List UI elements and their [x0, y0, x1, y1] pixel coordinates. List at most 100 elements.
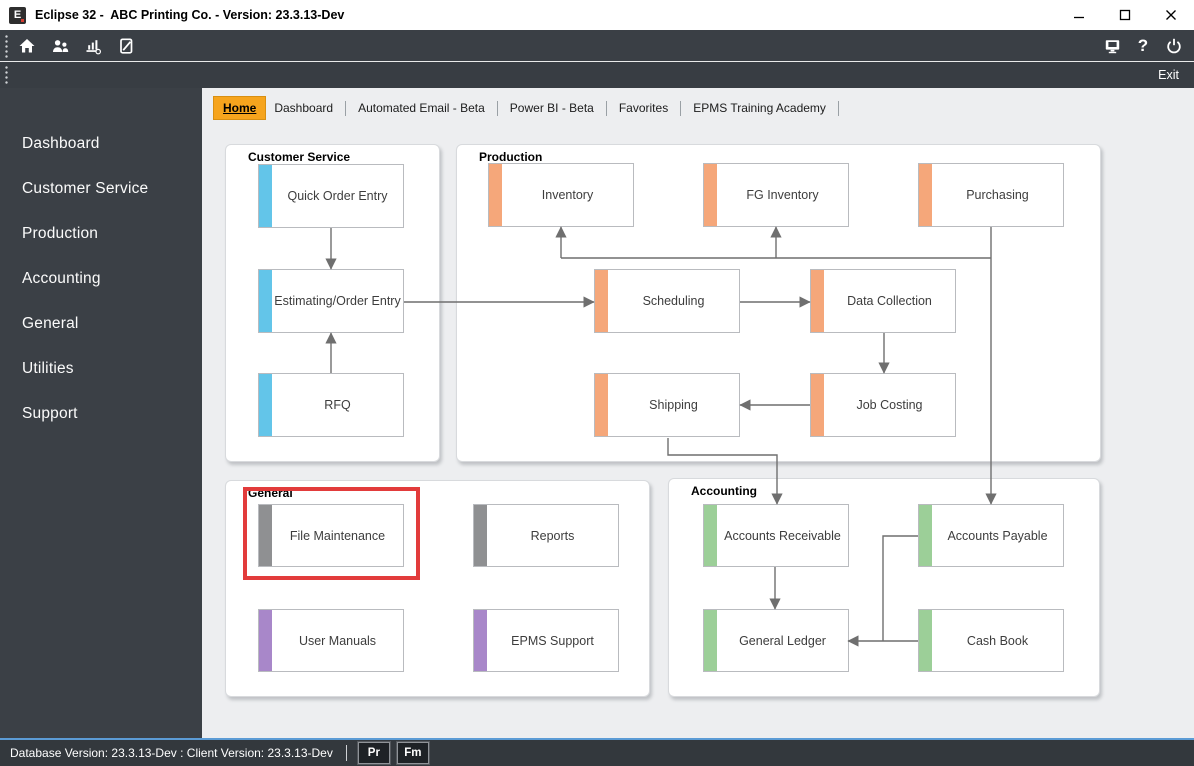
bank-chart-icon[interactable]: [83, 36, 103, 56]
blue-stripe: [259, 165, 272, 227]
diagram-box-reports[interactable]: Reports: [473, 504, 619, 567]
box-label: Quick Order Entry: [287, 189, 388, 203]
box-label: User Manuals: [298, 633, 377, 648]
tab-favorites[interactable]: Favorites: [618, 101, 669, 115]
box-label: Shipping: [649, 398, 698, 412]
status-button-pr[interactable]: Pr: [357, 742, 390, 764]
toolbar-grip[interactable]: [4, 33, 9, 58]
purple-stripe: [259, 610, 272, 671]
box-label: Purchasing: [966, 188, 1029, 202]
box-label: Estimating/Order Entry: [274, 294, 401, 308]
ribbon-bar: Exit: [0, 61, 1194, 88]
power-icon[interactable]: [1164, 36, 1184, 56]
box-label: RFQ: [324, 398, 351, 412]
tab-home[interactable]: Home: [214, 97, 266, 119]
blue-stripe: [259, 374, 272, 436]
status-button-fm[interactable]: Fm: [396, 742, 429, 764]
diagram-box-job-costing[interactable]: Job Costing: [810, 373, 956, 437]
maximize-button[interactable]: [1102, 0, 1148, 30]
green-stripe: [919, 610, 932, 671]
toolbar-left-icons: [17, 36, 149, 56]
box-label: Accounts Payable: [947, 528, 1048, 543]
orange-stripe: [811, 374, 824, 436]
tab-separator: [496, 100, 498, 116]
diagram-box-quick-order-entry[interactable]: Quick Order Entry: [258, 164, 404, 228]
main-toolbar: ?: [0, 30, 1194, 61]
monitor-icon[interactable]: [1102, 36, 1122, 56]
tab-epms-training-academy[interactable]: EPMS Training Academy: [693, 101, 826, 115]
sidebar-item-dashboard[interactable]: Dashboard: [22, 135, 100, 152]
tab-dashboard[interactable]: Dashboard: [274, 101, 334, 115]
sidebar-item-general[interactable]: General: [22, 315, 79, 332]
exit-button[interactable]: Exit: [1158, 68, 1179, 82]
close-button[interactable]: [1148, 0, 1194, 30]
green-stripe: [704, 505, 717, 566]
tab-power-bi-beta[interactable]: Power BI - Beta: [509, 101, 594, 115]
orange-stripe: [595, 374, 608, 436]
tab-separator: [837, 100, 839, 116]
tab-automated-email-beta[interactable]: Automated Email - Beta: [358, 101, 485, 115]
diagram-box-cash-book[interactable]: Cash Book: [918, 609, 1064, 672]
diagram-box-fg-inventory[interactable]: FG Inventory: [703, 163, 849, 227]
box-label: Job Costing: [856, 398, 923, 412]
diagram-box-file-maintenance[interactable]: File Maintenance: [258, 504, 404, 567]
box-label: Inventory: [541, 188, 594, 202]
gray-stripe: [474, 505, 487, 566]
tab-separator: [680, 100, 682, 116]
diagram-box-rfq[interactable]: RFQ: [258, 373, 404, 437]
box-label: Reports: [530, 528, 575, 543]
gray-stripe: [259, 505, 272, 566]
window-controls: [1056, 0, 1194, 30]
minimize-button[interactable]: [1056, 0, 1102, 30]
diagram-box-estimating-order-entry[interactable]: Estimating/Order Entry: [258, 269, 404, 333]
window-title: Eclipse 32 - ABC Printing Co. - Version:…: [35, 8, 345, 22]
sidebar-item-production[interactable]: Production: [22, 225, 99, 242]
sidebar-item-accounting[interactable]: Accounting: [22, 270, 101, 287]
box-label: FG Inventory: [746, 188, 819, 202]
diagram-box-inventory[interactable]: Inventory: [488, 163, 634, 227]
diagram-box-user-manuals[interactable]: User Manuals: [258, 609, 404, 672]
diagram-box-accounts-payable[interactable]: Accounts Payable: [918, 504, 1064, 567]
sidebar-item-utilities[interactable]: Utilities: [22, 360, 74, 377]
box-label: Data Collection: [847, 294, 932, 308]
orange-stripe: [489, 164, 502, 226]
tab-strip: Home Dashboard Automated Email - Beta Power…: [214, 97, 842, 119]
status-separator: [345, 745, 347, 761]
box-label: Accounts Receivable: [724, 528, 841, 543]
orange-stripe: [919, 164, 932, 226]
diagram-box-purchasing[interactable]: Purchasing: [918, 163, 1064, 227]
blue-stripe: [259, 270, 272, 332]
diagram-box-general-ledger[interactable]: General Ledger: [703, 609, 849, 672]
status-bar: Database Version: 23.3.13-Dev : Client V…: [0, 738, 1194, 766]
box-label: Scheduling: [642, 294, 705, 308]
box-label: EPMS Support: [511, 633, 594, 648]
purple-stripe: [474, 610, 487, 671]
status-buttons: Pr Fm: [357, 742, 436, 764]
orange-stripe: [704, 164, 717, 226]
version-status-text: Database Version: 23.3.13-Dev : Client V…: [10, 746, 333, 760]
diagram-box-data-collection[interactable]: Data Collection: [810, 269, 956, 333]
box-label: Cash Book: [966, 633, 1029, 648]
tab-separator: [345, 100, 347, 116]
box-label: File Maintenance: [289, 528, 386, 543]
help-icon[interactable]: ?: [1137, 36, 1149, 55]
users-icon[interactable]: [50, 36, 70, 56]
app-logo-icon: E: [9, 6, 26, 24]
diagram-box-accounts-receivable[interactable]: Accounts Receivable: [703, 504, 849, 567]
ribbon-grip[interactable]: [4, 65, 9, 85]
tablet-pen-icon[interactable]: [116, 36, 136, 56]
toolbar-right-icons: ?: [1091, 36, 1194, 56]
diagram-box-scheduling[interactable]: Scheduling: [594, 269, 740, 333]
orange-stripe: [811, 270, 824, 332]
tab-separator: [605, 100, 607, 116]
green-stripe: [704, 610, 717, 671]
sidebar-item-support[interactable]: Support: [22, 405, 78, 422]
green-stripe: [919, 505, 932, 566]
orange-stripe: [595, 270, 608, 332]
diagram-box-epms-support[interactable]: EPMS Support: [473, 609, 619, 672]
home-icon[interactable]: [17, 36, 37, 56]
box-label: General Ledger: [739, 633, 826, 648]
sidebar-item-customer-service[interactable]: Customer Service: [22, 180, 149, 197]
diagram-box-shipping[interactable]: Shipping: [594, 373, 740, 437]
